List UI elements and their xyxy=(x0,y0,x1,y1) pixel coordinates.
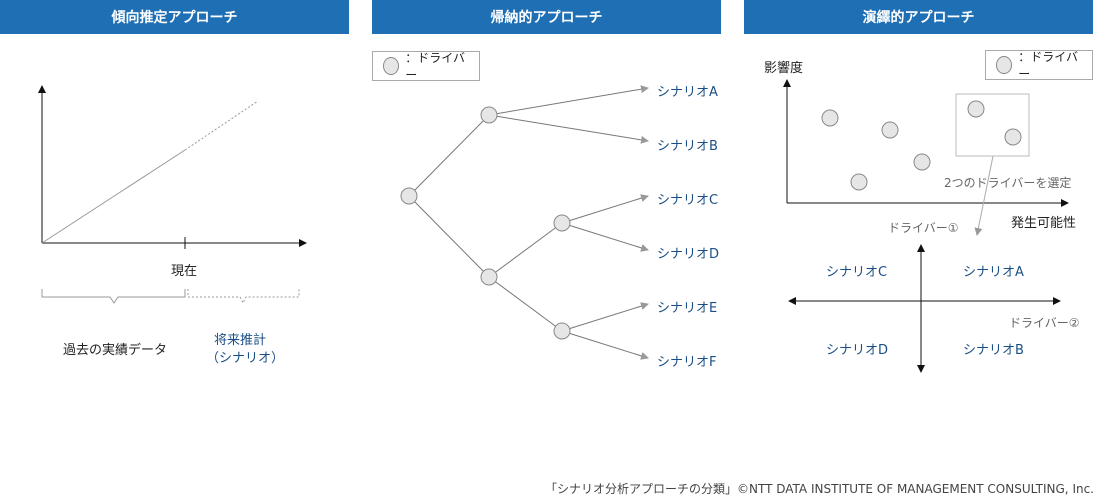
legend-text: ：ドライバー xyxy=(405,51,465,82)
tree-node-lower xyxy=(480,268,498,286)
header-inductive-approach: 帰納的アプローチ xyxy=(372,0,721,34)
header-trend-approach: 傾向推定アプローチ xyxy=(0,0,349,34)
driver2-label: ドライバー② xyxy=(1009,316,1080,330)
scenario-a-label: シナリオA xyxy=(657,85,718,100)
impact-axis-label: 影響度 xyxy=(764,61,804,76)
future-brace xyxy=(187,289,300,305)
scenario-c-label: シナリオC xyxy=(657,193,719,208)
deductive-legend: ：ドライバー xyxy=(985,50,1093,81)
tree-root-node xyxy=(400,187,418,205)
quadrant-scenario-c: シナリオC xyxy=(826,265,888,280)
now-label: 現在 xyxy=(171,264,198,279)
tree-node-cd xyxy=(553,214,571,232)
probability-axis-label: 発生可能性 xyxy=(1011,216,1077,231)
selection-box xyxy=(955,93,1030,157)
inductive-tree xyxy=(408,85,649,360)
past-brace xyxy=(41,289,186,304)
scenario-b-label: シナリオB xyxy=(657,139,718,154)
tree-node-ef xyxy=(553,322,571,340)
driver-dot-selected xyxy=(967,100,985,118)
past-trend-line xyxy=(41,149,186,244)
past-data-label: 過去の実績データ xyxy=(63,343,168,358)
header-deductive-approach: 演繹的アプローチ xyxy=(744,0,1093,34)
driver-dot xyxy=(913,153,931,171)
driver-legend-icon xyxy=(383,57,400,75)
driver-dot xyxy=(821,109,839,127)
inductive-legend: ：ドライバー xyxy=(372,51,480,82)
driver-dot-selected xyxy=(1004,128,1022,146)
scenario-e-label: シナリオE xyxy=(657,301,718,316)
quadrant-scenario-a: シナリオA xyxy=(963,265,1024,280)
future-scenario-label: （シナリオ） xyxy=(206,351,285,366)
selection-arrow xyxy=(974,155,994,236)
future-trend-line xyxy=(184,100,259,151)
tree-node-upper xyxy=(480,106,498,124)
legend-text: ：ドライバー xyxy=(1018,50,1078,81)
deductive-chart xyxy=(783,79,1069,373)
future-estimate-label: 将来推計 xyxy=(214,333,267,348)
quadrant-scenario-d: シナリオD xyxy=(826,343,889,358)
driver-dot xyxy=(850,173,868,191)
scenario-f-label: シナリオF xyxy=(657,355,717,370)
driver1-label: ドライバー① xyxy=(888,221,959,235)
trend-chart xyxy=(38,85,307,305)
copyright-footer: 「シナリオ分析アプローチの分類」©NTT DATA INSTITUTE OF M… xyxy=(544,482,1094,496)
selection-note: 2つのドライバーを選定 xyxy=(944,176,1072,190)
quadrant-scenario-b: シナリオB xyxy=(963,343,1024,358)
driver-dot xyxy=(881,121,899,139)
driver-legend-icon xyxy=(996,56,1013,74)
scenario-d-label: シナリオD xyxy=(657,247,720,262)
